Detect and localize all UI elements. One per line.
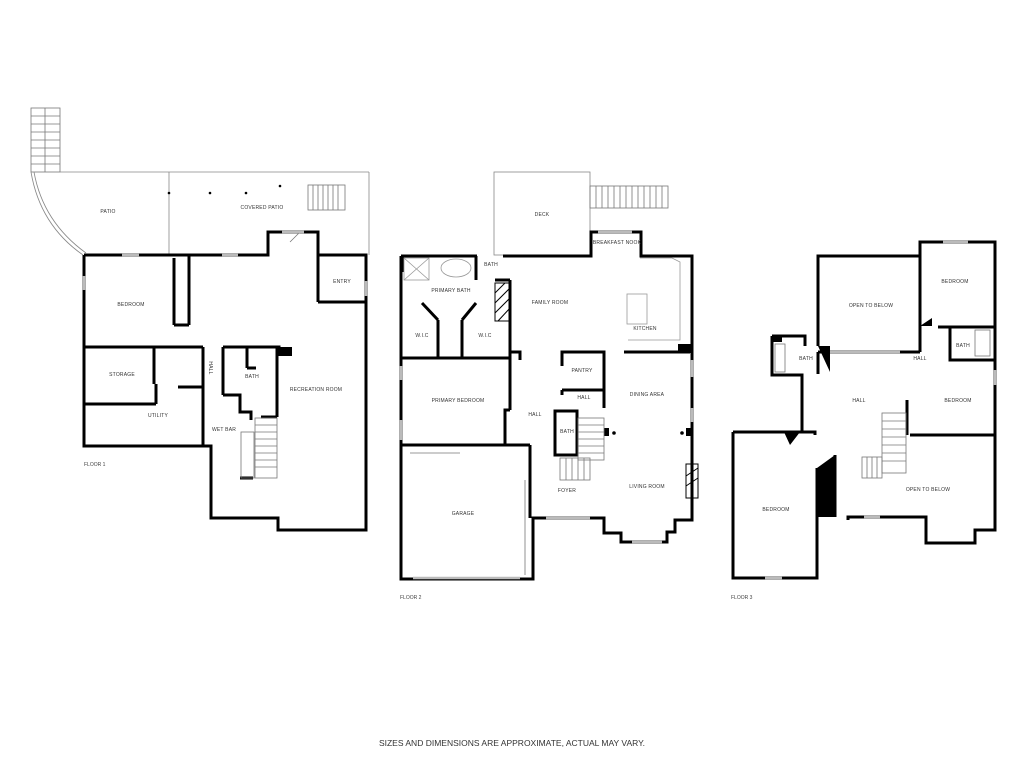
- room-label-foyer: FOYER: [557, 488, 577, 494]
- room-label-storage: STORAGE: [109, 372, 135, 378]
- room-label-patio: PATIO: [100, 209, 116, 215]
- room-label-bath-upper: BATH: [484, 262, 498, 268]
- room-label-garage: GARAGE: [451, 511, 475, 517]
- room-label-open-to-below-bottom: OPEN TO BELOW: [905, 487, 951, 493]
- room-label-bedroom-left: BEDROOM: [762, 507, 790, 513]
- exterior-stairs-icon: [30, 107, 61, 173]
- room-label-hall-small: HALL: [577, 395, 591, 401]
- floor-2-label: FLOOR 2: [400, 595, 422, 601]
- room-label-bath: BATH: [560, 429, 574, 435]
- room-label-bath: BATH: [245, 374, 259, 380]
- room-label-hall: HALL: [852, 398, 866, 404]
- patio-stairs-icon: [307, 184, 346, 211]
- room-label-bath-right: BATH: [956, 343, 970, 349]
- room-label-recreation-room: RECREATION ROOM: [289, 387, 343, 393]
- room-label-open-to-below-top: OPEN TO BELOW: [848, 303, 894, 309]
- room-label-hall: HALL: [528, 412, 542, 418]
- room-label-wet-bar: WET BAR: [211, 427, 237, 433]
- room-label-wic-left: W.I.C: [415, 333, 429, 339]
- room-label-deck: DECK: [534, 212, 550, 218]
- floor-3-label: FLOOR 3: [731, 595, 753, 601]
- room-label-bedroom: BEDROOM: [117, 302, 145, 308]
- room-label-wic-right: W.I.C: [478, 333, 492, 339]
- room-label-bedroom-right: BEDROOM: [944, 398, 972, 404]
- room-label-entry: ENTRY: [333, 279, 351, 285]
- room-label-bath-left: BATH: [799, 356, 813, 362]
- room-label-utility: UTILITY: [147, 413, 169, 419]
- deck-stairs-icon: [589, 185, 669, 209]
- room-label-living-room: LIVING ROOM: [629, 484, 665, 490]
- room-label-kitchen: KITCHEN: [633, 326, 657, 332]
- floor-3-plan: [731, 240, 997, 580]
- room-label-hall-right: HALL: [913, 356, 927, 362]
- room-label-family-room: FAMILY ROOM: [531, 300, 569, 306]
- room-label-covered-patio: COVERED PATIO: [240, 205, 284, 211]
- floor-1-plan: [30, 107, 370, 532]
- floor-2-plan: [399, 171, 699, 581]
- room-label-breakfast-nook: BREAKFAST NOOK: [592, 240, 642, 246]
- room-label-dining-area: DINING AREA: [629, 392, 665, 398]
- disclaimer-text: SIZES AND DIMENSIONS ARE APPROXIMATE, AC…: [378, 738, 646, 748]
- room-label-pantry: PANTRY: [571, 368, 593, 374]
- room-label-primary-bath: PRIMARY BATH: [431, 288, 471, 294]
- room-label-hall: HALL: [207, 361, 213, 375]
- floor-1-label: FLOOR 1: [84, 462, 106, 468]
- room-label-primary-bedroom: PRIMARY BEDROOM: [431, 398, 485, 404]
- room-label-bedroom-top: BEDROOM: [941, 279, 969, 285]
